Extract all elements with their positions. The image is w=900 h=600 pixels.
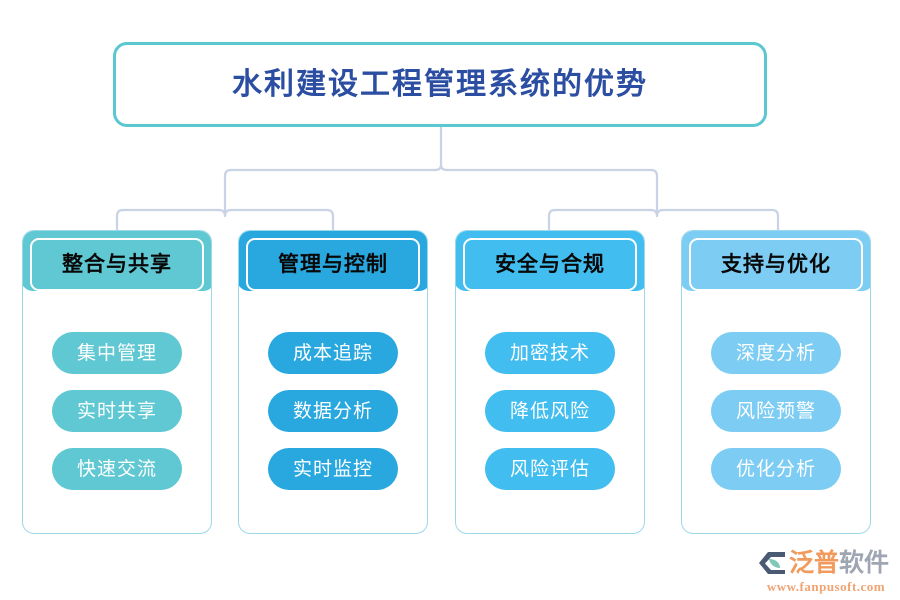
brand-watermark: 泛普 软件 www.fanpusoft.com [757,548,895,594]
branch-item-1-3[interactable]: 快速交流 [52,448,182,490]
branch-column-1[interactable]: 整合与共享 集中管理 实时共享 快速交流 [22,230,212,534]
branch-header-label-1: 整合与共享 [62,252,172,276]
branch-item-1-2[interactable]: 实时共享 [52,390,182,432]
branch-item-label-1-2: 实时共享 [76,400,157,422]
branch-header-1[interactable]: 整合与共享 [30,238,204,291]
branch-item-label-4-2: 风险预警 [735,400,816,422]
branch-item-3-3[interactable]: 风险评估 [485,448,615,490]
branch-item-list-2: 成本追踪 数据分析 实时监控 [238,302,428,490]
branch-item-list-4: 深度分析 风险预警 优化分析 [681,302,871,490]
branch-item-label-2-3: 实时监控 [292,458,373,480]
branch-header-4[interactable]: 支持与优化 [689,238,863,291]
branch-item-label-3-3: 风险评估 [509,458,590,480]
brand-logo-row: 泛普 软件 [757,548,895,578]
branch-item-2-3[interactable]: 实时监控 [268,448,398,490]
branch-item-label-3-1: 加密技术 [509,342,590,364]
branch-item-3-2[interactable]: 降低风险 [485,390,615,432]
branch-item-label-1-3: 快速交流 [76,458,157,480]
branch-header-3[interactable]: 安全与合规 [463,238,637,291]
branch-item-label-3-2: 降低风险 [509,400,590,422]
brand-name-secondary: 软件 [839,549,890,577]
connector-leaf-1 [115,208,227,232]
branch-column-2[interactable]: 管理与控制 成本追踪 数据分析 实时监控 [238,230,428,534]
brand-name-primary: 泛普 [789,549,840,577]
fanpu-logo-icon [759,552,785,574]
branch-header-label-3: 安全与合规 [495,252,605,276]
branch-header-label-2: 管理与控制 [278,252,388,276]
connector-leaf-2 [223,208,335,232]
branch-item-4-1[interactable]: 深度分析 [711,332,841,374]
branch-item-3-1[interactable]: 加密技术 [485,332,615,374]
branch-header-label-4: 支持与优化 [721,252,831,276]
brand-url: www.fanpusoft.com [766,579,886,594]
branch-item-2-1[interactable]: 成本追踪 [268,332,398,374]
connector-branch-right [439,163,659,212]
diagram-title-text: 水利建设工程管理系统的优势 [232,67,648,101]
branch-item-label-4-1: 深度分析 [735,342,816,364]
branch-column-3[interactable]: 安全与合规 加密技术 降低风险 风险评估 [455,230,645,534]
branch-column-4[interactable]: 支持与优化 深度分析 风险预警 优化分析 [681,230,871,534]
diagram-title-box: 水利建设工程管理系统的优势 [113,42,767,127]
branch-item-4-2[interactable]: 风险预警 [711,390,841,432]
branch-item-list-1: 集中管理 实时共享 快速交流 [22,302,212,490]
branch-item-2-2[interactable]: 数据分析 [268,390,398,432]
branch-item-label-1-1: 集中管理 [76,342,157,364]
branch-item-4-3[interactable]: 优化分析 [711,448,841,490]
connector-leaf-4 [655,208,780,232]
connector-branch-left [223,163,443,212]
connector-leaf-3 [547,208,659,232]
branch-item-1-1[interactable]: 集中管理 [52,332,182,374]
branch-header-2[interactable]: 管理与控制 [246,238,420,291]
branch-item-list-3: 加密技术 降低风险 风险评估 [455,302,645,490]
branch-item-label-2-1: 成本追踪 [292,342,373,364]
branch-item-label-4-3: 优化分析 [735,458,816,480]
branch-item-label-2-2: 数据分析 [292,400,373,422]
